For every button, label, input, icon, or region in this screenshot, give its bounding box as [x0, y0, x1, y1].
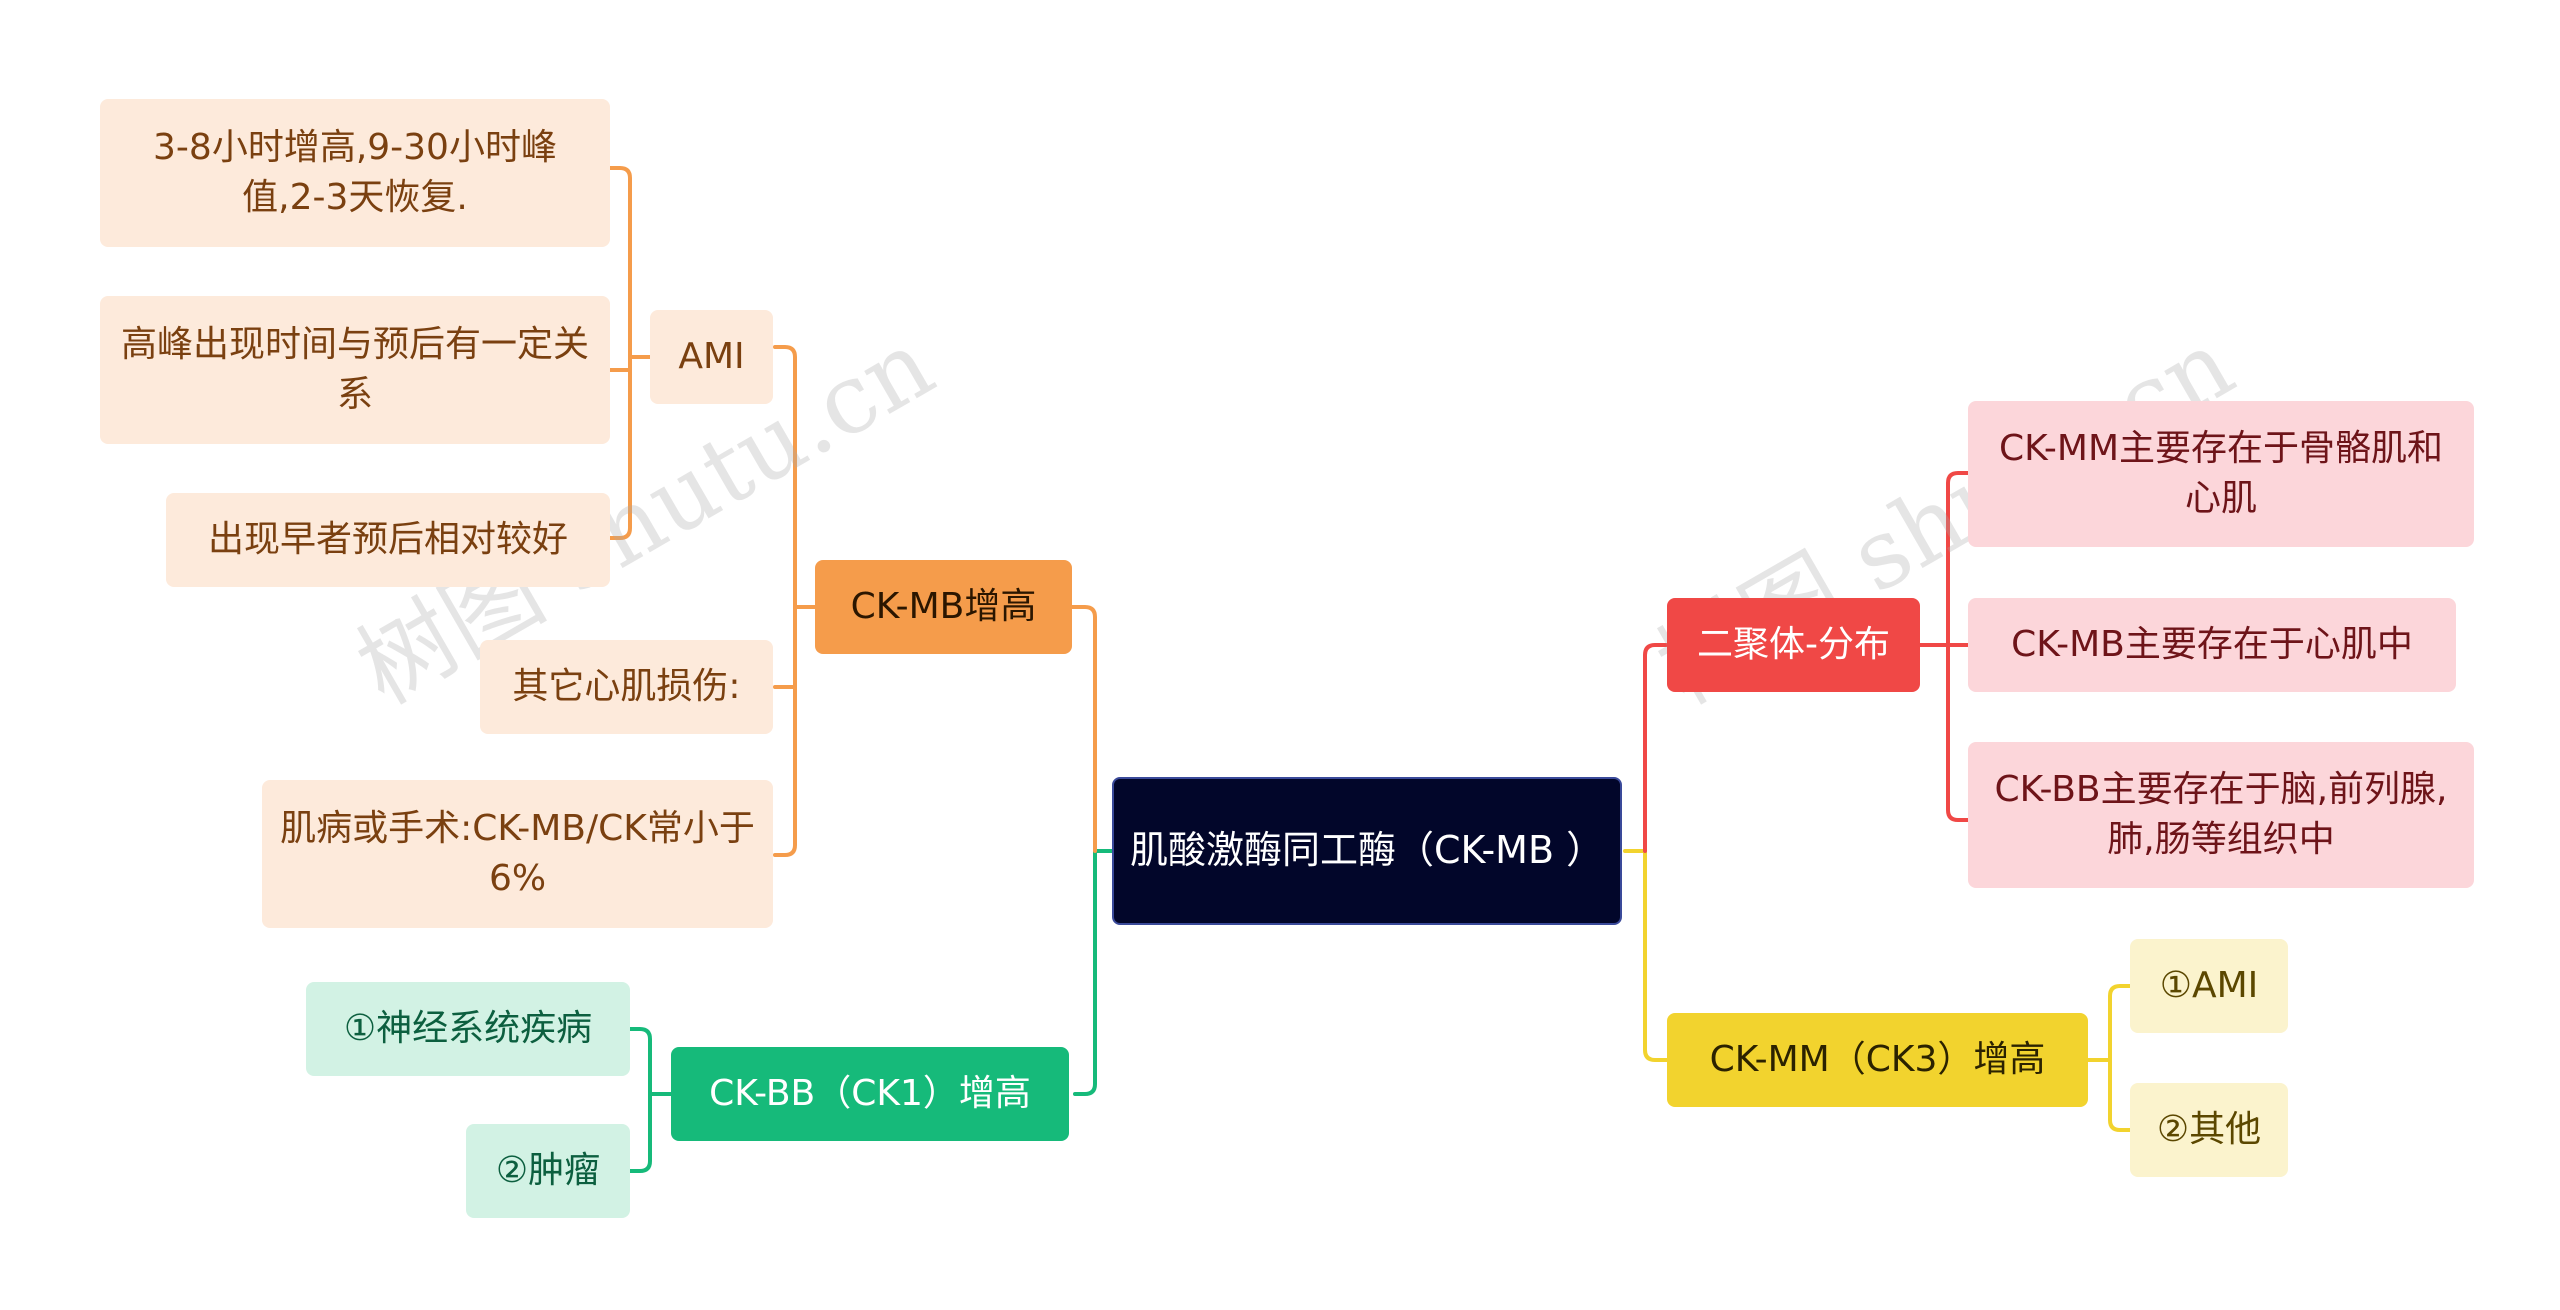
dimer-item-ckmb[interactable]: CK-MB主要存在于心肌中 [1968, 598, 2456, 692]
connector-ami-bracket [608, 166, 652, 540]
ami-label: AMI [678, 335, 745, 377]
connector-ckmm-bracket [2086, 984, 2132, 1132]
root-node[interactable]: 肌酸激酶同工酶（CK-MB ） [1112, 777, 1622, 925]
other-myocardial-damage-label: 其它心肌损伤: [512, 665, 741, 707]
ckbb-item-tumor-label: ②肿瘤 [495, 1149, 601, 1191]
myopathy-surgery[interactable]: 肌病或手术:CK-MB/CK常小于6% [262, 780, 773, 928]
root-label: 肌酸激酶同工酶（CK-MB ） [1130, 828, 1605, 873]
dimer-item-ckbb[interactable]: CK-BB主要存在于脑,前列腺,肺,肠等组织中 [1968, 742, 2474, 888]
connector-root-ckmb [1070, 605, 1097, 853]
ami-node[interactable]: AMI [650, 310, 773, 404]
connector-root-ckmm [1623, 849, 1669, 1062]
branch-ckbb[interactable]: CK-BB（CK1）增高 [671, 1047, 1069, 1141]
connector-dimer-bracket [1918, 471, 1970, 822]
branch-ckmb[interactable]: CK-MB增高 [815, 560, 1072, 654]
ami-item-timing[interactable]: 3-8小时增高,9-30小时峰值,2-3天恢复. [100, 99, 610, 247]
dimer-item-ckmm-label: CK-MM主要存在于骨骼肌和心肌 [1998, 427, 2444, 519]
connector-root-ckbb [1073, 849, 1127, 1096]
branch-dimer-label: 二聚体-分布 [1697, 623, 1890, 665]
ami-item-early-prognosis-label: 出现早者预后相对较好 [207, 518, 568, 560]
ckbb-item-neuro[interactable]: ①神经系统疾病 [306, 982, 630, 1076]
branch-dimer[interactable]: 二聚体-分布 [1667, 598, 1920, 692]
ckmm-item-ami[interactable]: ①AMI [2130, 939, 2288, 1033]
ami-item-peak-prognosis[interactable]: 高峰出现时间与预后有一定关系 [100, 296, 610, 444]
ami-item-timing-label: 3-8小时增高,9-30小时峰值,2-3天恢复. [153, 126, 557, 218]
branch-ckmb-label: CK-MB增高 [850, 585, 1037, 627]
ami-item-early-prognosis[interactable]: 出现早者预后相对较好 [166, 493, 610, 587]
ckmm-item-other[interactable]: ②其他 [2130, 1083, 2288, 1177]
dimer-item-ckmb-label: CK-MB主要存在于心肌中 [2011, 623, 2413, 665]
ckbb-item-tumor[interactable]: ②肿瘤 [466, 1124, 630, 1218]
other-myocardial-damage[interactable]: 其它心肌损伤: [480, 640, 773, 734]
dimer-item-ckmm[interactable]: CK-MM主要存在于骨骼肌和心肌 [1968, 401, 2474, 547]
ami-item-peak-prognosis-label: 高峰出现时间与预后有一定关系 [120, 323, 589, 415]
ckbb-item-neuro-label: ①神经系统疾病 [343, 1007, 593, 1049]
myopathy-surgery-label: 肌病或手术:CK-MB/CK常小于6% [280, 807, 755, 899]
branch-ckmm-label: CK-MM（CK3）增高 [1709, 1038, 2046, 1080]
connector-root-dimer [1643, 643, 1669, 853]
branch-ckbb-label: CK-BB（CK1）增高 [709, 1072, 1031, 1114]
ckmm-item-ami-label: ①AMI [2159, 964, 2259, 1006]
branch-ckmm[interactable]: CK-MM（CK3）增高 [1667, 1013, 2088, 1107]
connector-ckmb-bracket [773, 345, 817, 857]
dimer-item-ckbb-label: CK-BB主要存在于脑,前列腺,肺,肠等组织中 [1994, 768, 2448, 860]
ckmm-item-other-label: ②其他 [2156, 1108, 2262, 1150]
connector-ckbb-bracket [628, 1027, 673, 1173]
